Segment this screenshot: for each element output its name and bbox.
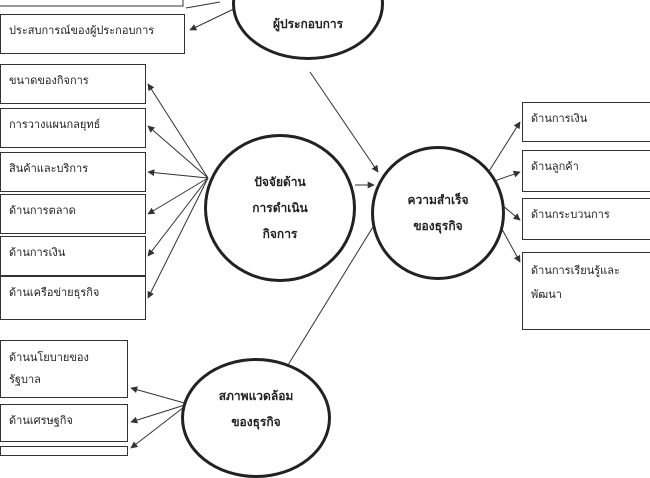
success-factor-label: ด้านการเงิน: [531, 112, 588, 125]
operation-factor-box: ด้านการตลาด: [0, 194, 146, 234]
arrow-operation-to-factor-4: [147, 177, 209, 257]
operation-factor-label: ขนาดของกิจการ: [9, 74, 89, 87]
operation-arrows: [147, 83, 209, 299]
arrow-operation-to-factor-2: [147, 169, 209, 179]
operation-factor-box: ด้านการเงิน: [0, 236, 146, 276]
arrow-environment-to-factor-2: [130, 403, 189, 449]
success-factor-label: ด้านกระบวนการ: [531, 208, 610, 221]
operation-factor-box: สินค้าและบริการ: [0, 152, 146, 192]
operation-factor-label: ด้านการตลาด: [9, 204, 76, 217]
node-entrepreneur-label: ผู้ประกอบการ: [272, 17, 344, 31]
node-business-environment: สภาพแวดล้อม ของธุรกิจ: [181, 358, 331, 478]
operation-factor-label: สินค้าและบริการ: [9, 162, 89, 175]
operation-factor-box: ขนาดของกิจการ: [0, 64, 146, 104]
environment-factor-box: ด้านเศรษฐกิจ: [0, 404, 128, 442]
environment-factor-label: ด้านเศรษฐกิจ: [9, 414, 73, 427]
node-business-success: ความสำเร็จ ของธุรกิจ: [371, 146, 505, 280]
environment-factor-box: ด้านนโยบายของ รัฐบาล: [0, 340, 128, 398]
node-operation-label: ปัจจัยด้าน การดำเนิน กิจการ: [252, 175, 308, 241]
arrow-operation-to-factor-1: [147, 125, 209, 179]
operation-factor-label: ด้านการเงิน: [9, 246, 66, 259]
success-factor-box: ด้านการเงิน: [522, 102, 650, 142]
success-factor-label: ด้านลูกค้า: [531, 160, 579, 173]
operation-factor-box: การวางแผนกลยุทธ์: [0, 108, 146, 148]
operation-factor-label: ด้านเครือข่ายธุรกิจ: [9, 286, 100, 299]
arrow-operation-to-factor-3: [147, 177, 209, 215]
entrepreneur-factor-box: ประสบการณ์ของผู้ประกอบการ: [0, 14, 185, 54]
entrepreneur-factor-label: ประสบการณ์ของผู้ประกอบการ: [9, 24, 155, 37]
success-factor-box: ด้านลูกค้า: [522, 150, 650, 192]
node-operation-factors: ปัจจัยด้าน การดำเนิน กิจการ: [204, 134, 356, 282]
arrow-success-to-factor-0: [485, 121, 521, 177]
success-factor-box: ด้านกระบวนการ: [522, 198, 650, 240]
arrow-operation-to-factor-5: [147, 177, 209, 299]
environment-factor-label: ด้านนโยบายของ รัฐบาล: [9, 351, 89, 386]
arrow-entrepreneur-to-factor-0: [189, 5, 241, 31]
arrow-environment-to-factor-0: [130, 386, 189, 405]
operation-factor-box: ด้านเครือข่ายธุรกิจ: [0, 276, 146, 320]
truncated-top-box: [0, 0, 184, 7]
arrow-environment-to-factor-1: [130, 403, 189, 424]
node-environment-label: สภาพแวดล้อม ของธุรกิจ: [218, 389, 294, 429]
arrow-operation-to-factor-0: [147, 83, 209, 179]
environment-arrows: [130, 386, 189, 449]
operation-factor-label: การวางแผนกลยุทธ์: [9, 118, 101, 131]
success-factor-box: ด้านการเรียนรู้และ พัฒนา: [522, 252, 650, 330]
environment-factor-box-truncated: [0, 446, 128, 456]
success-factor-label: ด้านการเรียนรู้และ พัฒนา: [531, 264, 620, 301]
node-success-label: ความสำเร็จ ของธุรกิจ: [407, 193, 469, 233]
arrow-entrepreneur-to-truncated: [185, 1, 221, 9]
arrow-entrepreneur-to-success: [309, 71, 379, 173]
